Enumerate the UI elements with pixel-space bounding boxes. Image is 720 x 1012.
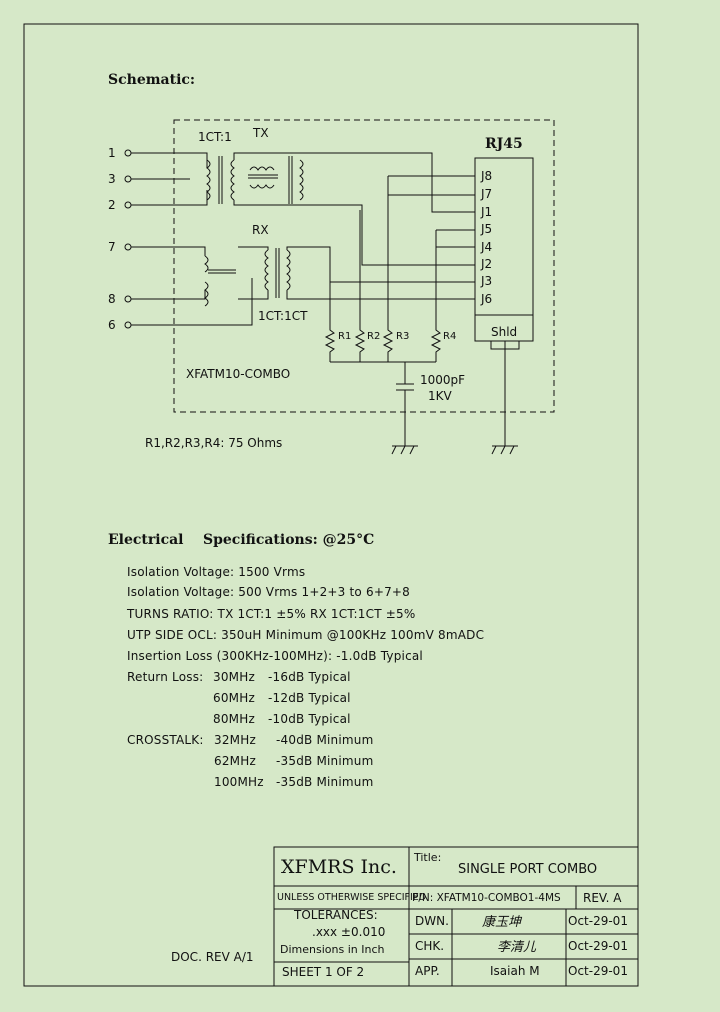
- crosstalk-value: -35dB Minimum: [276, 754, 374, 768]
- tx-label: TX: [253, 126, 269, 140]
- crosstalk-value: -35dB Minimum: [276, 775, 374, 789]
- rx-ratio-label: 1CT:1CT: [258, 309, 308, 323]
- resistor-r4: R4: [443, 331, 457, 342]
- pin-8: 8: [108, 292, 116, 306]
- resistor-r1: R1: [338, 331, 352, 342]
- title-label: Title:: [414, 851, 442, 864]
- part-label: XFATM10-COMBO: [186, 367, 291, 381]
- spec-line: TURNS RATIO: TX 1CT:1 ±5% RX 1CT:1CT ±5%: [127, 607, 416, 621]
- return-loss-value: -16dB Typical: [268, 670, 351, 684]
- pin-3: 3: [108, 172, 116, 186]
- crosstalk-value: -40dB Minimum: [276, 733, 374, 747]
- return-loss-value: -10dB Typical: [268, 712, 351, 726]
- app-label: APP.: [415, 964, 440, 978]
- chk-label: CHK.: [415, 939, 445, 953]
- drawing-title: SINGLE PORT COMBO: [458, 862, 598, 877]
- jack-j8: J8: [481, 169, 493, 183]
- dimensions-unit: Dimensions in Inch: [280, 943, 385, 956]
- pin-7: 7: [108, 240, 116, 254]
- resistor-r2: R2: [367, 331, 381, 342]
- return-loss-label: Return Loss:: [127, 670, 204, 684]
- jack-j6: J6: [481, 292, 493, 306]
- schematic-title: Schematic:: [108, 72, 196, 88]
- shield-label: Shld: [491, 325, 518, 339]
- jack-j1: J1: [481, 205, 493, 219]
- doc-revision: DOC. REV A/1: [171, 950, 254, 964]
- part-number: P/N: XFATM10-COMBO1-4MS: [412, 892, 561, 904]
- jack-j4: J4: [481, 240, 493, 254]
- app-name: Isaiah M: [490, 964, 540, 978]
- dwn-signature: 康玉坤: [482, 915, 522, 930]
- jack-j2: J2: [481, 257, 493, 271]
- unless-specified: UNLESS OTHERWISE SPECIFIED: [277, 892, 427, 903]
- tolerance-value: .xxx ±0.010: [312, 925, 386, 939]
- crosstalk-freq: 100MHz: [214, 775, 264, 789]
- dwn-date: Oct-29-01: [568, 914, 628, 928]
- spec-line: Isolation Voltage: 500 Vrms 1+2+3 to 6+7…: [127, 585, 410, 599]
- spec-line: Insertion Loss (300KHz-100MHz): -1.0dB T…: [127, 649, 423, 663]
- crosstalk-freq: 32MHz: [214, 733, 256, 747]
- spec-line: UTP SIDE OCL: 350uH Minimum @100KHz 100m…: [127, 628, 485, 642]
- sheet-border: [23, 23, 639, 987]
- dwn-label: DWN.: [415, 914, 449, 928]
- crosstalk-label: CROSSTALK:: [127, 733, 204, 747]
- electrical-title: Electrical Specifications: @25°C: [108, 532, 375, 548]
- return-loss-freq: 80MHz: [213, 712, 255, 726]
- cap-value: 1000pF: [420, 373, 466, 387]
- chk-date: Oct-29-01: [568, 939, 628, 953]
- module-outline: [173, 119, 555, 413]
- jack-j3: J3: [481, 274, 493, 288]
- return-loss-freq: 30MHz: [213, 670, 255, 684]
- company-name: XFMRS Inc.: [281, 856, 397, 878]
- app-date: Oct-29-01: [568, 964, 628, 978]
- revision: REV. A: [583, 891, 622, 905]
- spec-line: Isolation Voltage: 1500 Vrms: [127, 565, 306, 579]
- resistor-note: R1,R2,R3,R4: 75 Ohms: [145, 436, 283, 450]
- tolerances-label: TOLERANCES:: [294, 908, 378, 922]
- return-loss-value: -12dB Typical: [268, 691, 351, 705]
- crosstalk-freq: 62MHz: [214, 754, 256, 768]
- jack-j5: J5: [481, 222, 493, 236]
- pin-1: 1: [108, 146, 116, 160]
- pin-2: 2: [108, 198, 116, 212]
- jack-j7: J7: [481, 187, 493, 201]
- rx-label: RX: [252, 223, 269, 237]
- cap-voltage: 1KV: [428, 389, 452, 403]
- resistor-r3: R3: [396, 331, 410, 342]
- chk-signature: 李清儿: [497, 940, 537, 955]
- rj45-label: RJ45: [485, 136, 523, 152]
- sheet-number: SHEET 1 OF 2: [282, 965, 365, 979]
- pin-6: 6: [108, 318, 116, 332]
- return-loss-freq: 60MHz: [213, 691, 255, 705]
- tx-ratio-label: 1CT:1: [198, 130, 232, 144]
